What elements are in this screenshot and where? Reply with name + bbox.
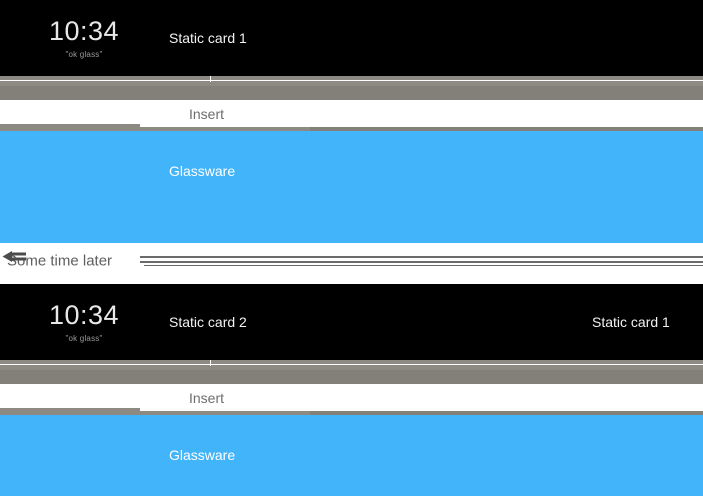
timeline-hairline-1a	[0, 80, 210, 81]
glass-clock-2: 10:34 "ok glass"	[36, 299, 132, 344]
timeline-bar-1-body	[0, 86, 703, 100]
timeline-bar-1-bottom-left	[0, 127, 310, 131]
left-arrow-icon	[2, 251, 28, 272]
timeline-notch-1	[210, 76, 211, 82]
glass-clock-1: 10:34 "ok glass"	[36, 15, 132, 60]
clock-time: 10:34	[48, 15, 120, 46]
static-card-1-label: Static card 1	[169, 30, 247, 46]
glassware-label: Glassware	[169, 163, 236, 179]
clock-voice-hint: "ok glass"	[65, 50, 103, 60]
card-strip-2: 10:34 "ok glass" Static card 2 Static ca…	[0, 284, 703, 360]
insert-row-2: Insert	[0, 384, 703, 411]
timeline-bar-2-bottom	[0, 411, 703, 415]
timeline-bar-2-mid	[0, 365, 703, 370]
static-card-1-label: Static card 1	[592, 314, 670, 330]
timeline-bar-1-bottom	[0, 127, 703, 131]
timeline-bar-2-body	[0, 370, 703, 384]
glassware-band-2: Glassware	[0, 415, 703, 496]
glassware-band-1: Glassware	[0, 131, 703, 243]
divider-label: Some time later	[7, 252, 113, 270]
timeline-bar-2-top	[0, 360, 703, 364]
insert-underline-2-left	[0, 408, 140, 411]
timeline-bar-2-bottom-left	[0, 411, 310, 415]
insert-row-1: Insert	[0, 100, 703, 127]
timeline-hairline-1b	[210, 80, 703, 81]
divider-rule	[140, 255, 703, 267]
clock-time: 10:34	[48, 299, 120, 330]
timeline-notch-2	[210, 360, 211, 366]
insert-label: Insert	[189, 105, 225, 122]
glassware-label: Glassware	[169, 447, 236, 463]
insert-label: Insert	[189, 389, 225, 406]
card-strip-1: 10:34 "ok glass" Static card 1	[0, 0, 703, 76]
some-time-later-divider: Some time later	[0, 243, 703, 279]
insert-underline-1-left	[0, 124, 140, 127]
timeline-hairline-2b	[210, 364, 703, 365]
timeline-bar-1-mid	[0, 81, 703, 86]
timeline-hairline-2a	[0, 364, 210, 365]
static-card-2-label: Static card 2	[169, 314, 247, 330]
timeline-bar-1-top	[0, 76, 703, 80]
clock-voice-hint: "ok glass"	[65, 334, 103, 344]
